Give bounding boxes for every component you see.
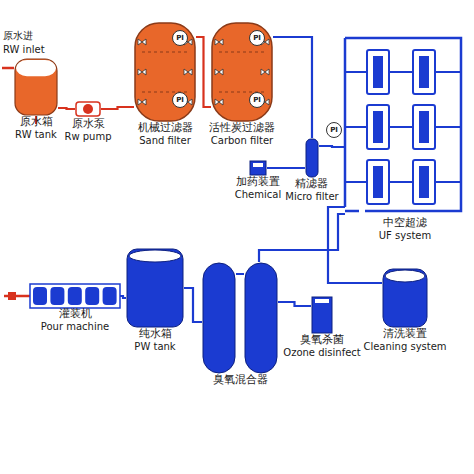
pressure-gauge: PI: [249, 92, 265, 108]
pure-water-tank: 纯水箱PW tank: [126, 248, 184, 352]
pipe-connector: [58, 108, 75, 109]
pipe-connector: [319, 146, 345, 147]
english-label: Sand filter: [139, 135, 191, 147]
cleaning-tank: 清洗装置Cleaning system: [363, 268, 446, 352]
equipment-outline: [249, 160, 267, 176]
chinese-label: 原水箱: [20, 116, 53, 129]
pipe-connector: [120, 296, 126, 298]
inlet-label: RW inlet: [3, 44, 45, 56]
equipment-outline: [202, 262, 278, 374]
chinese-label: 活性炭过滤器: [209, 122, 275, 135]
english-label: Pour machine: [41, 321, 109, 333]
equipment-outline: [382, 268, 428, 328]
carbon-filter: 活性炭过滤器Carbon filter: [209, 22, 275, 146]
chinese-label: 加药装置: [236, 176, 280, 189]
equipment-outline: [14, 58, 58, 116]
chinese-label: 臭氧混合器: [213, 374, 268, 387]
inlet-label: 原水进: [3, 30, 33, 42]
chinese-label: 原水泵: [72, 118, 105, 131]
chinese-label: 清洗装置: [383, 328, 427, 341]
pipe-connector: [273, 37, 312, 138]
pipe-connector: [101, 107, 134, 109]
outlet-valve: [8, 292, 16, 300]
english-label: Chemical: [235, 189, 281, 201]
ozone-unit: 臭氧杀菌Ozone disinfect: [283, 296, 360, 358]
chinese-label: 纯水箱: [139, 328, 172, 341]
pressure-gauge: PI: [172, 92, 188, 108]
chinese-label: 中空超滤: [383, 217, 427, 230]
micro-filter: 精滤器Micro filter: [285, 138, 338, 202]
pressure-gauge: PI: [326, 122, 342, 138]
english-label: Carbon filter: [211, 135, 273, 147]
equipment-outline: [126, 248, 184, 328]
english-label: PW tank: [134, 341, 175, 353]
english-label: Ozone disinfect: [283, 347, 360, 359]
raw-water-tank: 原水箱RW tank: [14, 58, 58, 140]
english-label: Cleaning system: [363, 341, 446, 353]
outlet-pipe: [4, 295, 30, 298]
chinese-label: 精滤器: [295, 178, 328, 191]
pipe-connector: [184, 288, 202, 322]
pump-symbol: 原水泵Rw pump: [64, 100, 111, 142]
chinese-label: 机械过滤器: [138, 122, 193, 135]
english-label: UF system: [379, 230, 431, 242]
ozone-mixer: 臭氧混合器: [202, 262, 278, 387]
equipment-outline: [75, 100, 101, 118]
pipe-connector: [196, 37, 211, 107]
equipment-outline: [311, 296, 333, 334]
pressure-gauge: PI: [172, 30, 188, 46]
chinese-label: 臭氧杀菌: [300, 334, 344, 347]
chinese-label: 灌装机: [59, 308, 92, 321]
pipe-connector: [278, 302, 311, 306]
dosing-unit: 加药装置Chemical: [235, 160, 281, 200]
pressure-gauge: PI: [249, 30, 265, 46]
english-label: Rw pump: [64, 131, 111, 143]
english-label: Micro filter: [285, 191, 338, 203]
inlet-pipe: [2, 67, 14, 70]
equipment-outline: [345, 32, 465, 217]
filling-machine: 灌装机Pour machine: [30, 284, 120, 332]
equipment-outline: [305, 138, 319, 178]
pipe-connector: [259, 214, 345, 262]
pipe-connector: [328, 207, 382, 283]
uf-system: 中空超滤UF system: [345, 32, 465, 241]
equipment-outline: [30, 284, 120, 308]
pipe-connector: [267, 167, 305, 169]
english-label: RW tank: [15, 129, 57, 141]
